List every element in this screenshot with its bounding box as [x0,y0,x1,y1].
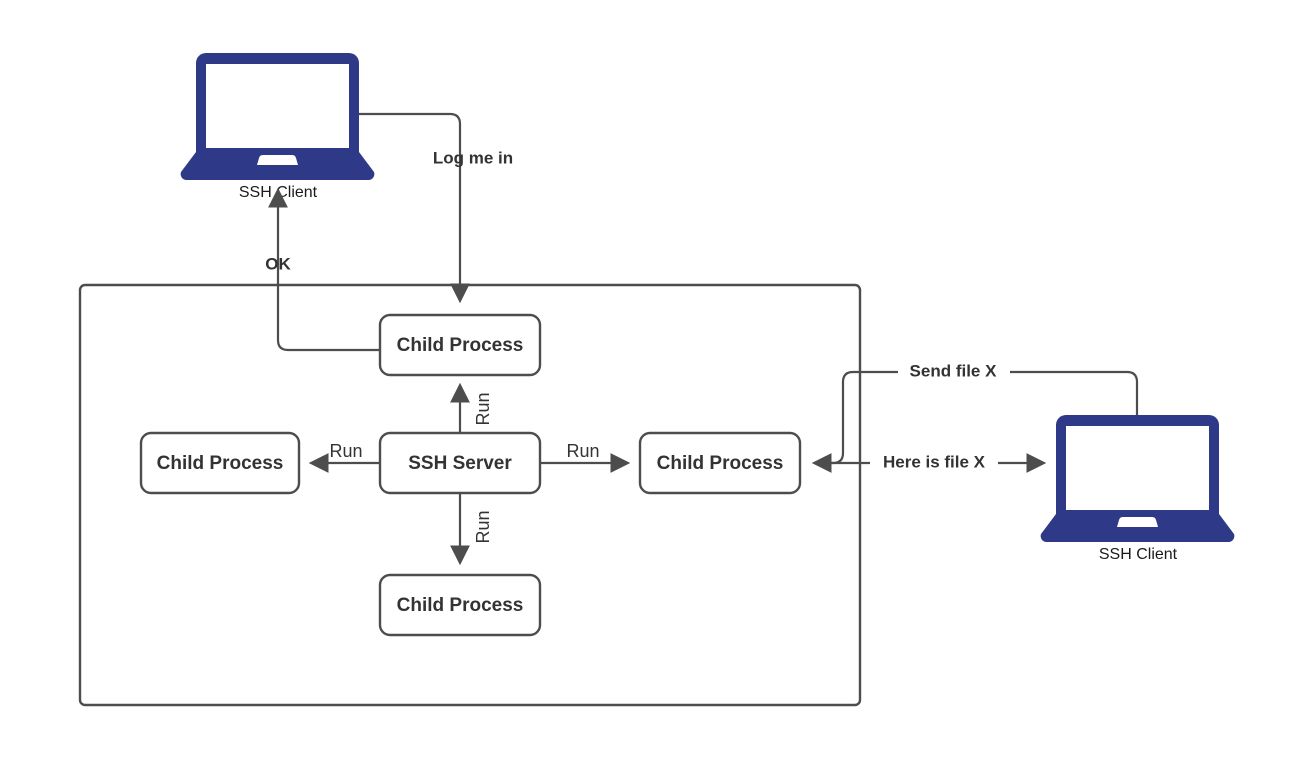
edge-label-run-up: Run [473,392,493,425]
laptop-trackpad-notch-icon [1117,516,1158,527]
device-label-ssh-client-right: SSH Client [1099,546,1178,563]
edge-log-me-in [359,112,470,304]
node-box[interactable] [378,573,542,637]
device-ssh-client-right: SSH Client [1040,415,1235,563]
node-box[interactable] [638,431,802,495]
laptop-screen-icon [206,64,349,148]
ssh-server-host-boundary [78,283,862,707]
node-label-child-process-bottom: Child Process [397,595,524,616]
node-child-process-right[interactable]: Child Process [638,431,802,495]
node-ssh-server[interactable]: SSH Server [378,431,542,495]
node-box[interactable] [378,313,542,377]
edge-ok [268,187,380,352]
node-box[interactable] [378,431,542,495]
edge-label-run-right: Run [566,441,599,461]
label-backdrop-send-file-x [898,361,1010,383]
label-backdrop-here-is-file-x [870,452,998,474]
laptop-base-icon [1040,514,1235,542]
edge-label-run-left: Run [329,441,362,461]
laptop-base-icon [180,152,375,180]
device-ssh-client-top: SSH Client [180,53,375,201]
node-label-child-process-top: Child Process [397,335,524,356]
node-child-process-bottom[interactable]: Child Process [378,573,542,637]
laptop-screen-icon [1066,426,1209,510]
node-label-ssh-server: SSH Server [408,453,512,474]
laptop-trackpad-notch-icon [257,154,298,165]
edge-label-here-is-file-x: Here is file X [883,452,986,471]
node-label-child-process-left: Child Process [157,453,284,474]
node-label-child-process-right: Child Process [657,453,784,474]
node-box[interactable] [139,431,301,495]
edge-label-log-me-in: Log me in [433,148,513,167]
edge-label-run-down: Run [473,510,493,543]
edge-label-send-file-x-text: Send file X [910,361,998,380]
node-child-process-left[interactable]: Child Process [139,431,301,495]
edge-label-ok: OK [265,254,291,273]
node-child-process-top[interactable]: Child Process [378,313,542,377]
